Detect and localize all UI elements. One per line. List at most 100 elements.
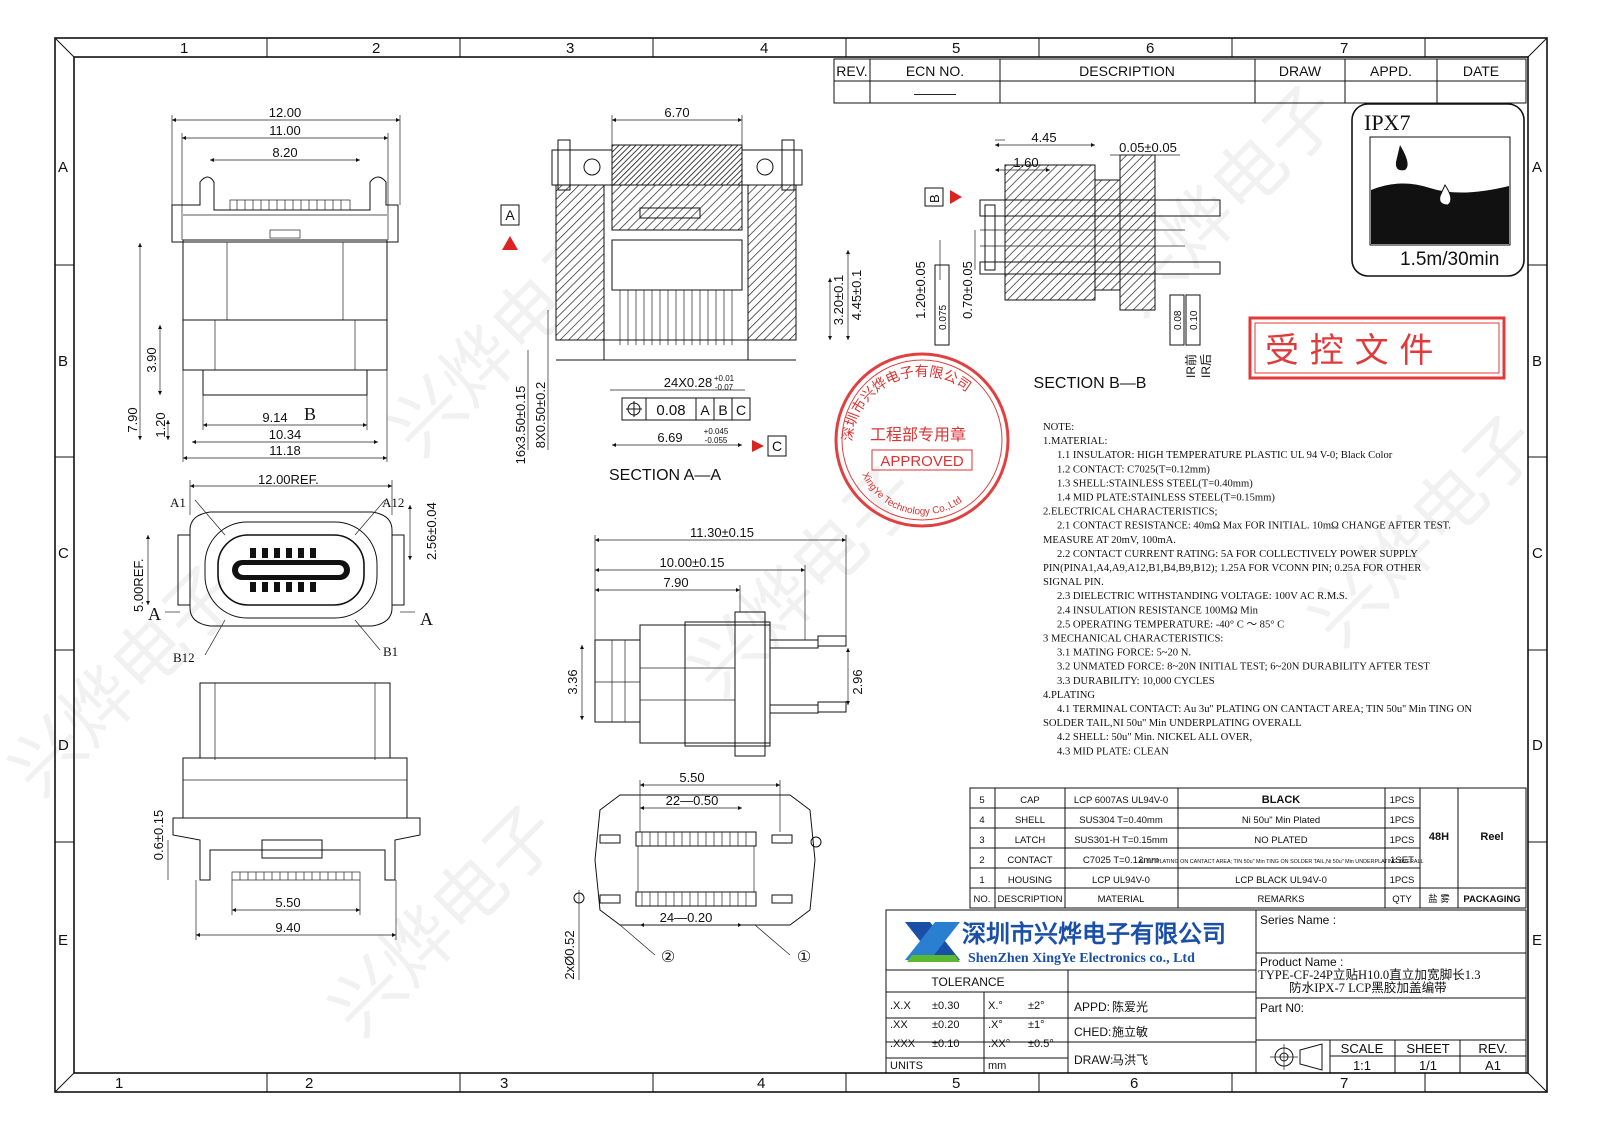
dim-label: 2.56±0.04 bbox=[424, 502, 439, 560]
zone-label: A bbox=[1532, 159, 1542, 176]
zone-label: 4 bbox=[760, 40, 768, 57]
ched-name: 施立敏 bbox=[1112, 1024, 1148, 1039]
note-line: 3.2 UNMATED FORCE: 8~20N INITIAL TEST; 6… bbox=[1057, 662, 1430, 673]
dim-label: 3.20±0.1 bbox=[831, 275, 846, 326]
dim-label: 3.90 bbox=[144, 347, 159, 372]
bom-header-desc: DESCRIPTION bbox=[998, 894, 1063, 905]
date-header: DATE bbox=[1463, 63, 1499, 79]
tolerance-cell: .X.X bbox=[890, 1000, 911, 1012]
bom-header-no: NO. bbox=[974, 894, 991, 905]
zone-label: D bbox=[1532, 737, 1543, 754]
part-label: Part N0: bbox=[1260, 1001, 1304, 1015]
note-line: 1.4 MID PLATE:STAINLESS STEEL(T=0.15mm) bbox=[1057, 493, 1275, 504]
rev-value: A1 bbox=[1485, 1058, 1501, 1073]
pin-label: B1 bbox=[383, 644, 398, 659]
note-line: 3.3 DURABILITY: 10,000 CYCLES bbox=[1057, 676, 1215, 687]
bom-cell: LCP BLACK UL94V-0 bbox=[1235, 875, 1327, 886]
dim-label: 3.36 bbox=[565, 669, 580, 694]
bom-header-qty: QTY bbox=[1392, 894, 1412, 905]
bom-packaging: Reel bbox=[1480, 831, 1503, 843]
series-label: Series Name : bbox=[1260, 913, 1336, 927]
title-block: 深圳市兴烨电子有限公司 ShenZhen XingYe Electronics … bbox=[885, 909, 1527, 1074]
note-line: 4.3 MID PLATE: CLEAN bbox=[1057, 746, 1169, 757]
revision-table: REV. ECN NO. DESCRIPTION DRAW APPD. DATE… bbox=[833, 58, 1527, 104]
zone-label: 3 bbox=[566, 40, 574, 57]
zone-label: E bbox=[1532, 932, 1542, 949]
tolerance-cell: .XX° bbox=[988, 1038, 1010, 1050]
dim-label: 4.45 bbox=[1031, 130, 1056, 145]
footprint-view: 5.50 22—0.50 24—0.20 2xØ0.52 ② ① bbox=[562, 770, 822, 980]
pin-label: A1 bbox=[170, 495, 186, 510]
dim-label: 5.00REF. bbox=[131, 559, 146, 612]
dim-label: 12.00REF. bbox=[258, 472, 319, 487]
dim-label: 1.20 bbox=[153, 412, 168, 437]
zone-label: B bbox=[58, 353, 68, 370]
bom-cell: NO PLATED bbox=[1254, 835, 1307, 846]
tolerance-cell: ±0.5° bbox=[1028, 1038, 1054, 1050]
bom-cell: HOUSING bbox=[1008, 875, 1052, 886]
dim-label: 24—0.20 bbox=[660, 910, 713, 925]
note-line: 4.2 SHELL: 50u" Min. NICKEL ALL OVER, bbox=[1057, 732, 1252, 743]
dim-label: 22—0.50 bbox=[666, 793, 719, 808]
rev-label: REV. bbox=[1478, 1041, 1507, 1056]
dim-label: 6.70 bbox=[664, 105, 689, 120]
bom-cell: LCP UL94V-0 bbox=[1092, 875, 1150, 886]
sheet-frame: 1 2 3 4 5 6 7 1 2 3 4 5 6 7 A B C D E A … bbox=[54, 37, 1548, 1093]
position-tolerance-frame: 0.08 A B C bbox=[621, 397, 751, 421]
bom-header-material: MATERIAL bbox=[1098, 894, 1145, 905]
appd-label: APPD: bbox=[1074, 1000, 1110, 1014]
dim-label: -0.055 bbox=[705, 436, 728, 445]
dim-label: 1.60 bbox=[1013, 155, 1038, 170]
dim-label: 9.40 bbox=[275, 920, 300, 935]
dim-label: +0.045 bbox=[704, 427, 729, 436]
dim-label: -0.07 bbox=[715, 383, 734, 392]
bom-cell: 1PCS bbox=[1390, 815, 1415, 826]
datum-triangle-icon bbox=[950, 190, 962, 204]
bom-cell: SUS301-H T=0.15mm bbox=[1074, 835, 1168, 846]
dim-label: 6.69 bbox=[657, 430, 682, 445]
dim-label: 24X0.28 bbox=[664, 375, 712, 390]
note-line: 1.MATERIAL: bbox=[1043, 436, 1107, 447]
bom-cell: 3 bbox=[979, 835, 984, 846]
bom-cell: 4 bbox=[979, 815, 984, 826]
water-drop-icon bbox=[1395, 145, 1408, 171]
note-line: 2.3 DIELECTRIC WITHSTANDING VOLTAGE: 100… bbox=[1057, 591, 1347, 602]
sheet-label: SHEET bbox=[1406, 1041, 1449, 1056]
dim-label: 11.18 bbox=[269, 443, 301, 458]
product-label: Product Name : bbox=[1260, 955, 1343, 969]
note-line: 2.4 INSULATION RESISTANCE 100MΩ Min bbox=[1057, 605, 1259, 616]
scale-value: 1:1 bbox=[1353, 1058, 1371, 1073]
bom-cell: LATCH bbox=[1015, 835, 1046, 846]
water-icon bbox=[1371, 183, 1509, 244]
controlled-stamp: 受 控 文 件 bbox=[1248, 316, 1506, 380]
dim-label: 0.70±0.05 bbox=[960, 261, 975, 319]
section-aa-view: 6.70 3.20±0.1 4.45±0.1 24X0.28 +0.01 -0.… bbox=[500, 105, 864, 484]
bom-salt-spray: 48H bbox=[1429, 831, 1449, 843]
cut-label: A bbox=[148, 604, 161, 624]
bom-cell: CONTACT bbox=[1007, 855, 1052, 866]
zone-label: 7 bbox=[1340, 1075, 1348, 1092]
bom-cell: BLACK bbox=[1262, 794, 1301, 806]
tolerance-value: 0.08 bbox=[656, 402, 685, 419]
bottom-view: 0.6±0.15 5.50 9.40 bbox=[151, 682, 421, 940]
note-line: 2.5 OPERATING TEMPERATURE: -40° C ～ 85° … bbox=[1057, 619, 1284, 630]
tolerance-cell: .X° bbox=[988, 1019, 1003, 1031]
zone-label: 1 bbox=[180, 40, 188, 57]
controlled-stamp-text: 受 控 文 件 bbox=[1265, 331, 1433, 371]
bom-header-packaging: PACKAGING bbox=[1463, 894, 1520, 905]
note-line: SIGNAL PIN. bbox=[1043, 577, 1104, 588]
datum-triangle-icon bbox=[502, 236, 518, 250]
datum-triangle-icon bbox=[752, 440, 764, 452]
ir-front-label: IR前 bbox=[1183, 354, 1198, 378]
zone-label: 2 bbox=[372, 40, 380, 57]
zone-label: 7 bbox=[1340, 40, 1348, 57]
dim-label: +0.01 bbox=[714, 374, 735, 383]
tolerance-cell: X.° bbox=[988, 1000, 1003, 1012]
datum-label: C bbox=[772, 438, 782, 454]
pin-label: B12 bbox=[173, 650, 195, 665]
seal-department: 工程部专用章 bbox=[870, 425, 966, 444]
callout-label: ② bbox=[661, 949, 675, 966]
note-line: 2.ELECTRICAL CHARACTERISTICS; bbox=[1043, 507, 1217, 518]
